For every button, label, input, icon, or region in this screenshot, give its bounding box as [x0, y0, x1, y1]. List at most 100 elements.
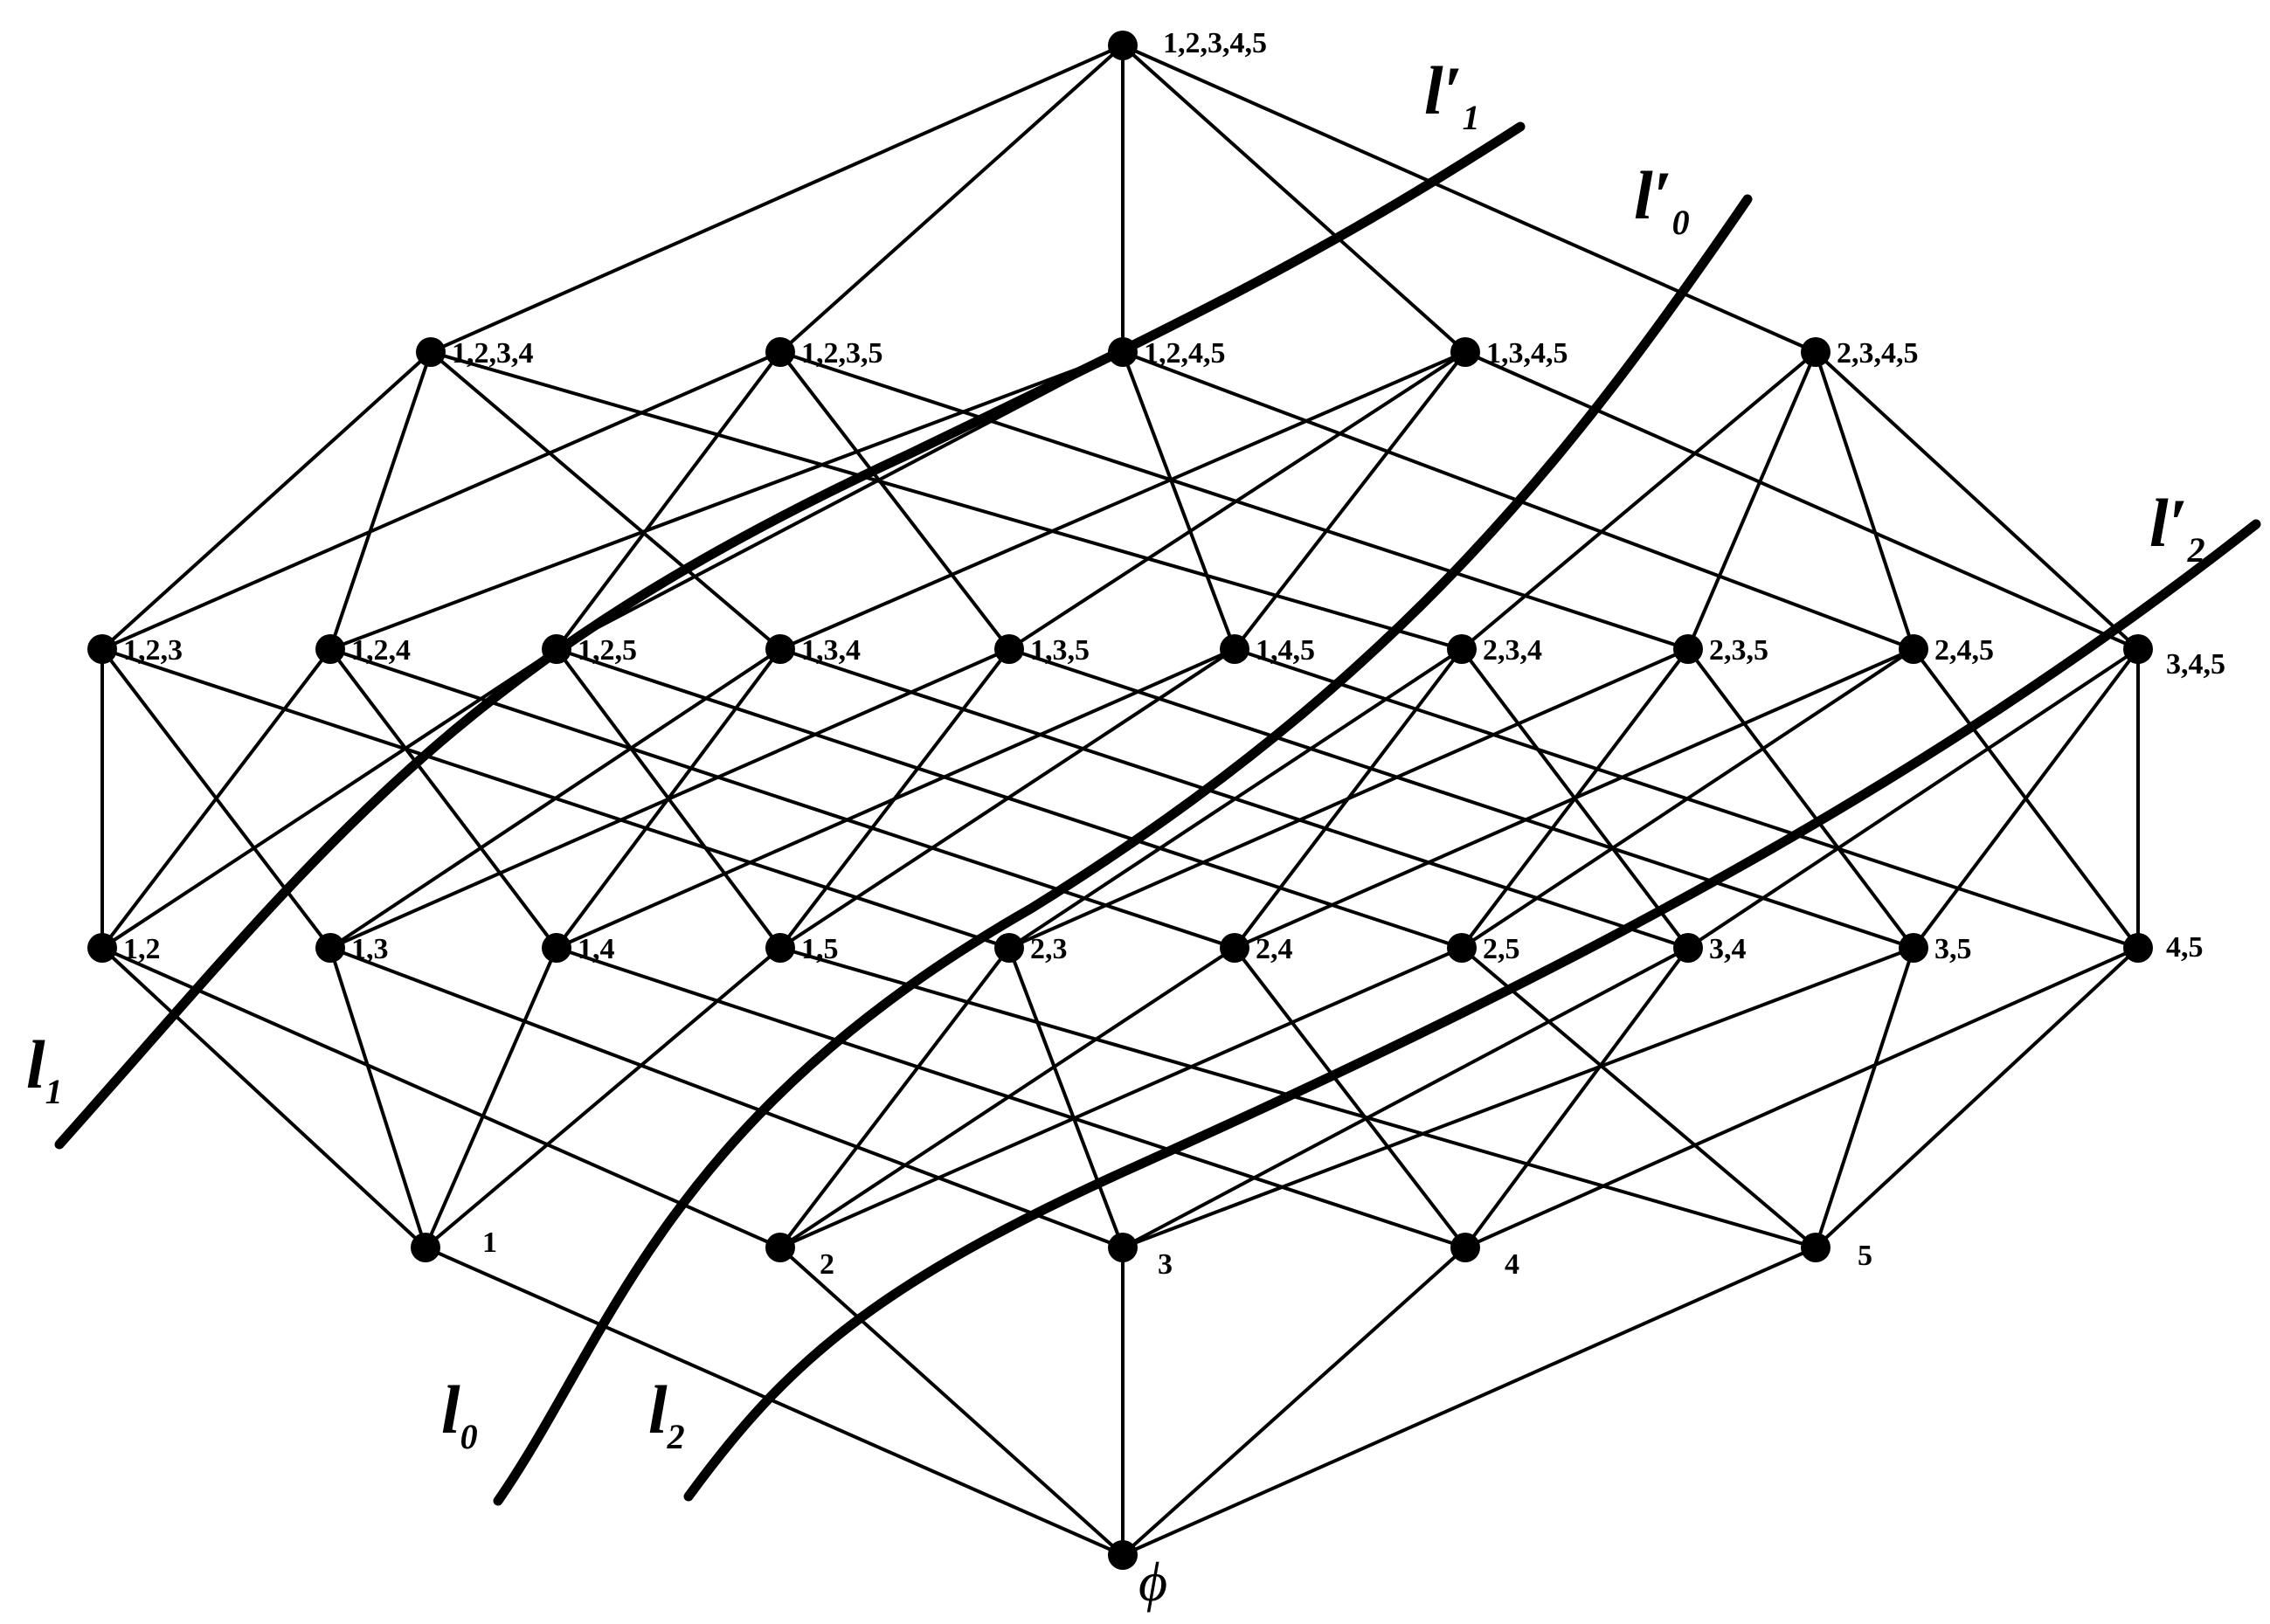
edge-2-23	[779, 946, 1011, 1249]
edge-1-14	[424, 947, 558, 1248]
edge-3-34	[1122, 946, 1689, 1249]
edge-1-12	[100, 946, 427, 1249]
edge-345-2345	[1814, 350, 2140, 651]
edge-1-13	[329, 947, 427, 1248]
curve-label-l1: l1	[26, 1026, 63, 1111]
boundary-curves	[54, 121, 2261, 1506]
edge-15-135	[779, 647, 1011, 950]
edge-23-123	[101, 647, 1010, 950]
label-2: 2	[820, 1248, 834, 1281]
edge-234-1234	[430, 350, 1463, 651]
edge-12-125	[100, 647, 558, 950]
lattice-edges	[100, 44, 2140, 1557]
edge-134-1345	[779, 350, 1466, 651]
edge-125-1235	[555, 350, 782, 651]
edge-empty-1	[425, 1246, 1124, 1557]
edge-24-124	[329, 647, 1235, 950]
node-4	[1450, 1233, 1480, 1262]
node-145	[1220, 634, 1249, 664]
label-1235: 1,2,3,5	[801, 337, 883, 370]
edge-3-35	[1122, 946, 1914, 1249]
node-124	[315, 634, 345, 664]
edge-235-2345	[1686, 351, 1817, 650]
edge-3-13	[329, 946, 1124, 1249]
node-134	[765, 634, 795, 664]
edge-145-1245	[1121, 351, 1236, 650]
node-15	[765, 933, 795, 963]
edge-24-234	[1233, 647, 1464, 950]
curve-label-l0: l0	[441, 1372, 478, 1456]
curve-label-l2p: l′2	[2149, 485, 2205, 570]
label-234: 2,3,4	[1483, 634, 1542, 667]
node-14	[542, 933, 571, 963]
label-4: 4	[1505, 1248, 1519, 1281]
label-24: 2,4	[1256, 933, 1293, 965]
label-123: 1,2,3	[123, 634, 183, 667]
label-25: 2,5	[1483, 933, 1520, 965]
label-empty: ϕ	[1138, 1551, 1167, 1613]
node-12	[87, 933, 117, 963]
edge-5-25	[1460, 946, 1817, 1249]
label-1245: 1,2,4,5	[1144, 337, 1226, 370]
edge-2-25	[779, 946, 1463, 1249]
node-2345	[1801, 337, 1831, 367]
label-3: 3	[1158, 1248, 1173, 1281]
edge-34-134	[779, 647, 1689, 950]
edge-13-123	[100, 647, 332, 950]
node-empty	[1108, 1540, 1138, 1570]
label-13: 1,3	[351, 933, 389, 965]
node-235	[1673, 634, 1703, 664]
edge-4-34	[1464, 946, 1690, 1249]
node-24	[1220, 933, 1249, 963]
curve-label-l2: l2	[648, 1372, 685, 1456]
edge-134-1234	[429, 350, 782, 651]
edge-1345-12345	[1121, 44, 1467, 354]
edge-245-2345	[1814, 351, 1915, 650]
edge-14-124	[329, 647, 558, 950]
edge-34-345	[1686, 647, 2140, 950]
label-23: 2,3	[1030, 933, 1068, 965]
node-1234	[416, 337, 446, 367]
edge-45-145	[1234, 647, 2139, 950]
label-14: 1,4	[578, 933, 615, 965]
label-135: 1,3,5	[1030, 634, 1090, 667]
node-23	[994, 933, 1024, 963]
edge-34-234	[1460, 647, 1690, 950]
curve-l0	[493, 194, 1753, 1506]
edge-2345-12345	[1122, 44, 1817, 354]
label-245: 2,4,5	[1934, 634, 1994, 667]
edge-4-45	[1464, 946, 2139, 1249]
node-34	[1673, 933, 1703, 963]
node-5	[1801, 1233, 1831, 1262]
node-2	[765, 1233, 795, 1262]
edge-124-1234	[329, 351, 433, 650]
curve-label-l1p: l′1	[1424, 52, 1480, 137]
label-124: 1,2,4	[351, 634, 411, 667]
edge-empty-5	[1122, 1246, 1817, 1557]
label-125: 1,2,5	[578, 634, 637, 667]
label-5: 5	[1858, 1240, 1872, 1272]
node-125	[542, 634, 571, 664]
edge-123-1235	[101, 350, 781, 651]
edge-235-1235	[779, 350, 1689, 651]
edge-135-1235	[779, 350, 1011, 651]
label-1234: 1,2,3,4	[452, 337, 534, 370]
node-45	[2123, 933, 2153, 963]
label-45: 4,5	[2166, 931, 2204, 964]
label-345: 3,4,5	[2166, 648, 2225, 681]
edge-5-15	[779, 946, 1817, 1249]
edge-35-235	[1686, 647, 1915, 950]
label-34: 3,4	[1709, 933, 1747, 965]
label-1345: 1,3,4,5	[1486, 337, 1568, 370]
node-1	[411, 1233, 440, 1262]
node-123	[87, 634, 117, 664]
node-35	[1899, 933, 1928, 963]
label-35: 3,5	[1934, 933, 1972, 965]
node-234	[1447, 634, 1477, 664]
node-345	[2123, 634, 2153, 664]
edge-234-2345	[1460, 350, 1817, 651]
edge-5-35	[1814, 947, 1915, 1248]
